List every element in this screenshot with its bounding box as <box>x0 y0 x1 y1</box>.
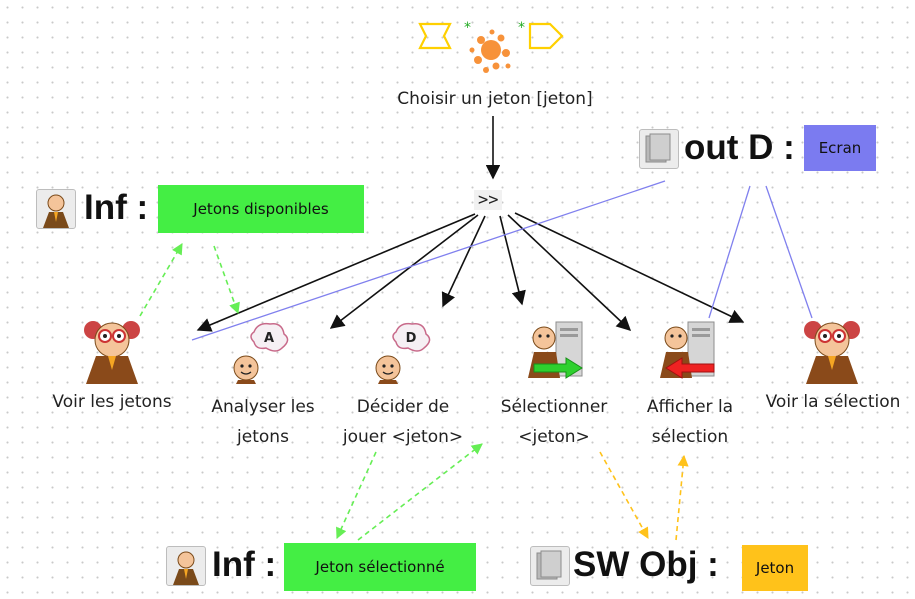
analysis-badge: A <box>264 331 274 346</box>
subtask-afficher-la-selection[interactable] <box>658 318 722 384</box>
inf-prefix: Inf : <box>212 545 277 584</box>
cognitive-decision-icon: D <box>375 322 431 384</box>
sw-object-icon <box>530 546 570 586</box>
info-object-jetons-disponibles[interactable]: Jetons disponibles <box>158 185 364 233</box>
sw-object-jeton[interactable]: Jeton <box>742 545 808 591</box>
subtask-voir-la-selection[interactable] <box>800 318 864 384</box>
out-device-prefix: out D : <box>684 128 795 167</box>
info-object-jeton-selectionne[interactable]: Jeton sélectionné <box>284 543 476 591</box>
subtask-voir-les-jetons[interactable] <box>80 318 144 384</box>
subtask-label-analyser-les-jetons: Analyser les jetons <box>211 397 315 447</box>
subtask-label-selectionner: Sélectionner <jeton> <box>500 397 608 447</box>
subtask-label-voir-la-selection: Voir la sélection <box>765 392 901 412</box>
subtask-analyser-les-jetons[interactable]: A <box>232 322 294 384</box>
subtask-label-afficher-la-selection: Afficher la sélection <box>646 397 734 447</box>
decision-badge: D <box>406 331 417 346</box>
info-flow-arrow <box>213 245 240 315</box>
decomposition-arrow <box>441 215 486 308</box>
svg-text:*: * <box>518 20 525 36</box>
subtask-label-voir-les-jetons: Voir les jetons <box>52 392 172 412</box>
main-task[interactable]: * * Choisir un jeton [jeton] <box>380 12 610 112</box>
device-link <box>765 185 813 319</box>
inf-object-icon <box>166 546 206 586</box>
user-interaction-icon <box>84 321 140 384</box>
info-flow-arrow <box>357 443 483 541</box>
decomposition-arrow <box>329 214 479 329</box>
decomposition-arrow <box>499 215 526 306</box>
abstract-task-icon: * * <box>418 20 564 73</box>
cognitive-analysis-icon: A <box>233 322 289 384</box>
user-interaction-icon <box>804 321 860 384</box>
device-link <box>191 180 666 341</box>
subtask-label-decider-de-jouer: Décider de jouer <jeton> <box>342 397 464 447</box>
info-flow-arrow <box>336 451 377 540</box>
svg-text:*: * <box>464 20 471 36</box>
decomposition-arrow <box>514 212 745 323</box>
device-ecran[interactable]: Ecran <box>804 125 876 171</box>
system-output-icon <box>660 321 715 379</box>
subtask-selectionner[interactable] <box>526 318 590 384</box>
inf-object-icon <box>36 189 76 229</box>
sw-flow-arrow <box>599 451 649 539</box>
device-link <box>708 185 751 319</box>
subtask-decider-de-jouer[interactable]: D <box>374 322 436 384</box>
main-task-label: Choisir un jeton [jeton] <box>397 89 593 109</box>
decomposition-arrow <box>507 214 632 331</box>
motor-input-icon <box>528 321 583 379</box>
sw-object-prefix: SW Obj : <box>573 545 719 584</box>
decomposition-arrow <box>196 213 476 332</box>
info-flow-arrow <box>139 243 183 317</box>
output-device-icon <box>639 129 679 169</box>
sequence-operator[interactable]: >> <box>474 190 503 210</box>
inf-prefix: Inf : <box>84 188 149 227</box>
sw-flow-arrow <box>675 454 689 541</box>
